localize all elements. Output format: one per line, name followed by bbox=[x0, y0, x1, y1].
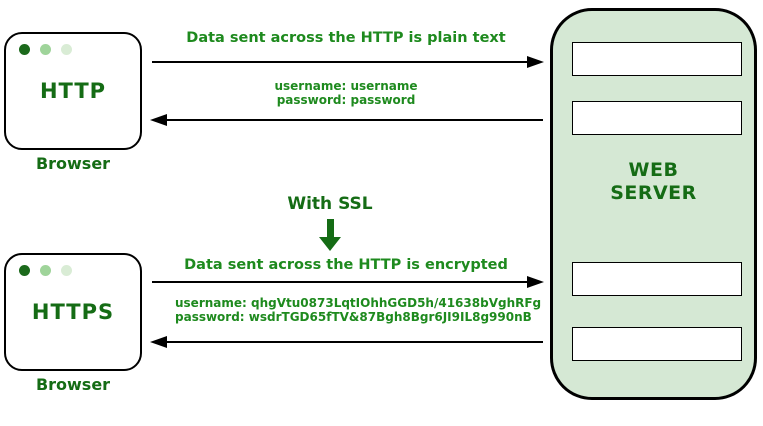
server-bay-icon bbox=[572, 327, 742, 361]
window-dot-icon bbox=[19, 44, 30, 55]
http-credentials: username: username password: password bbox=[150, 79, 542, 107]
https-username-text: username: qhgVtu0873LqtIOhhGGD5h/41638bV… bbox=[175, 296, 542, 310]
web-server: WEB SERVER bbox=[550, 8, 757, 400]
server-bay-icon bbox=[572, 101, 742, 135]
https-browser-window: HTTPS bbox=[4, 253, 142, 371]
https-credentials: username: qhgVtu0873LqtIOhhGGD5h/41638bV… bbox=[175, 296, 542, 324]
http-browser-window: HTTP bbox=[4, 32, 142, 150]
window-controls bbox=[19, 44, 72, 55]
server-bay-icon bbox=[572, 262, 742, 296]
https-response-arrow bbox=[165, 341, 543, 343]
arrow-right-icon bbox=[527, 56, 544, 68]
http-browser-caption: Browser bbox=[35, 154, 111, 173]
window-dot-icon bbox=[40, 265, 51, 276]
https-request-arrow bbox=[152, 281, 530, 283]
window-dot-icon bbox=[19, 265, 30, 276]
https-browser-caption: Browser bbox=[35, 375, 111, 394]
https-flow-heading: Data sent across the HTTP is encrypted bbox=[184, 257, 508, 273]
ssl-down-arrow-icon bbox=[327, 219, 334, 238]
https-password-text: password: wsdrTGD65fTV&87Bgh8Bgr6JI9IL8g… bbox=[175, 309, 532, 324]
arrow-left-icon bbox=[150, 336, 167, 348]
window-dot-icon bbox=[40, 44, 51, 55]
with-ssl-label: With SSL bbox=[287, 194, 373, 214]
arrow-right-icon bbox=[527, 276, 544, 288]
ssl-down-arrowhead-icon bbox=[319, 237, 341, 251]
http-request-arrow bbox=[152, 61, 530, 63]
web-server-label: WEB SERVER bbox=[610, 159, 697, 204]
window-controls bbox=[19, 265, 72, 276]
http-label: HTTP bbox=[39, 79, 107, 103]
window-dot-icon bbox=[61, 265, 72, 276]
https-label: HTTPS bbox=[31, 300, 115, 324]
arrow-left-icon bbox=[150, 114, 167, 126]
http-response-arrow bbox=[165, 119, 543, 121]
server-bay-icon bbox=[572, 42, 742, 76]
http-flow-heading: Data sent across the HTTP is plain text bbox=[186, 30, 506, 46]
http-username-text: username: username bbox=[274, 79, 418, 93]
window-dot-icon bbox=[61, 44, 72, 55]
http-password-text: password: password bbox=[276, 93, 416, 107]
